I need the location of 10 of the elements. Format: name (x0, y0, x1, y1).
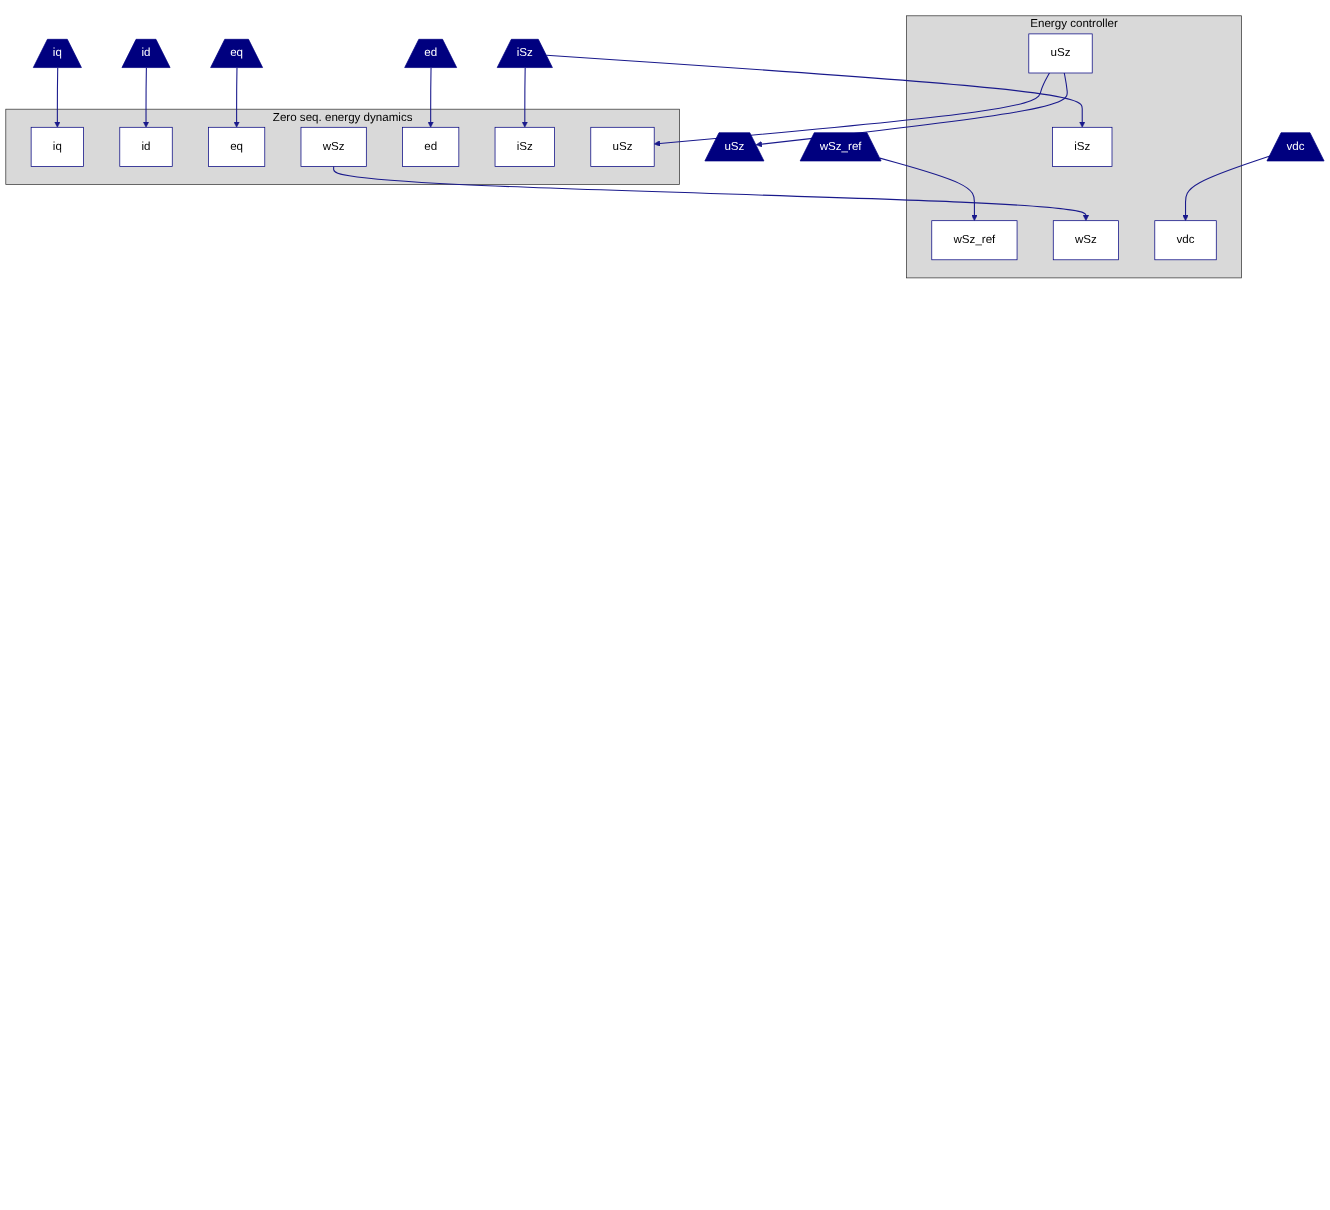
arrow (142, 67, 150, 128)
arrow (879, 157, 978, 221)
arrow (545, 54, 1086, 128)
arrow (521, 67, 529, 128)
arrow (54, 67, 61, 128)
arrow (427, 67, 434, 128)
arrow (333, 165, 1090, 221)
arrow (233, 67, 240, 128)
arrow (653, 72, 1051, 147)
arrow (1182, 155, 1271, 221)
